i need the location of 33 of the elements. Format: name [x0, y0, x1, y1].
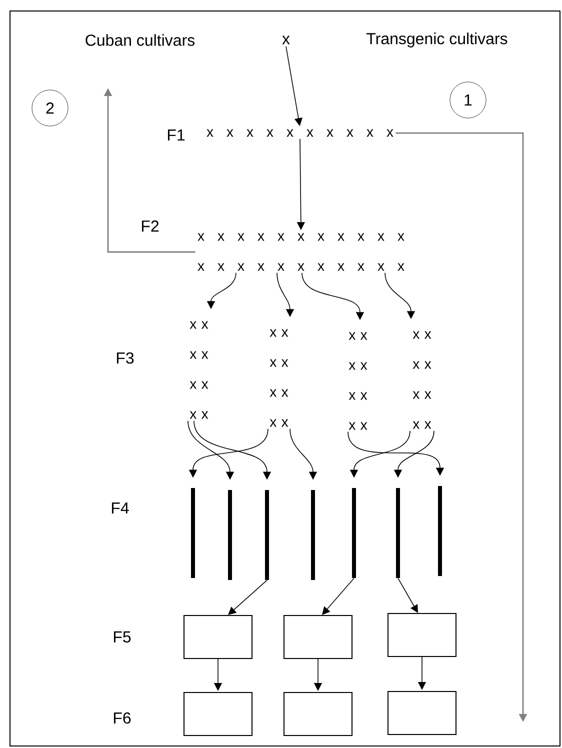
circled-number: 1 [450, 82, 486, 118]
cross-group: x x x x x x x x [412, 331, 432, 429]
empty-box [284, 692, 352, 736]
generation-label: F6 [114, 712, 131, 724]
vertical-bar [191, 488, 195, 578]
cross-group: x x x x x x x x [190, 321, 208, 419]
cross-symbol: x [282, 36, 290, 44]
arrow [228, 580, 268, 615]
parent-label: Transgenic cultivars [366, 32, 508, 48]
cross-row: x x x x x x x x x x [206, 129, 394, 137]
cross-rows: x x x x x x x x x x x x x x x x x x x x x x [198, 233, 404, 271]
empty-box [388, 613, 456, 657]
vertical-bar [396, 488, 400, 578]
vertical-bar [311, 490, 315, 580]
vertical-bar [438, 486, 442, 576]
generation-label: F5 [114, 631, 131, 643]
empty-box [284, 615, 352, 659]
empty-box [184, 615, 252, 659]
vertical-bar [228, 490, 232, 580]
vertical-bar [265, 490, 269, 580]
generation-label: F3 [116, 352, 134, 364]
empty-box [184, 692, 252, 736]
parent-label: Cuban cultivars [86, 34, 195, 46]
generation-label: F1 [168, 130, 185, 141]
cross-group: x x x x x x x x [348, 332, 368, 430]
generation-label: F4 [112, 502, 129, 514]
empty-box [388, 691, 456, 735]
vertical-bar [352, 488, 356, 578]
generation-label: F2 [142, 220, 159, 232]
circled-number: 2 [32, 90, 68, 126]
arrow [398, 578, 418, 613]
cross-group: x x x x x x x x [270, 329, 288, 427]
arrow [322, 578, 354, 615]
